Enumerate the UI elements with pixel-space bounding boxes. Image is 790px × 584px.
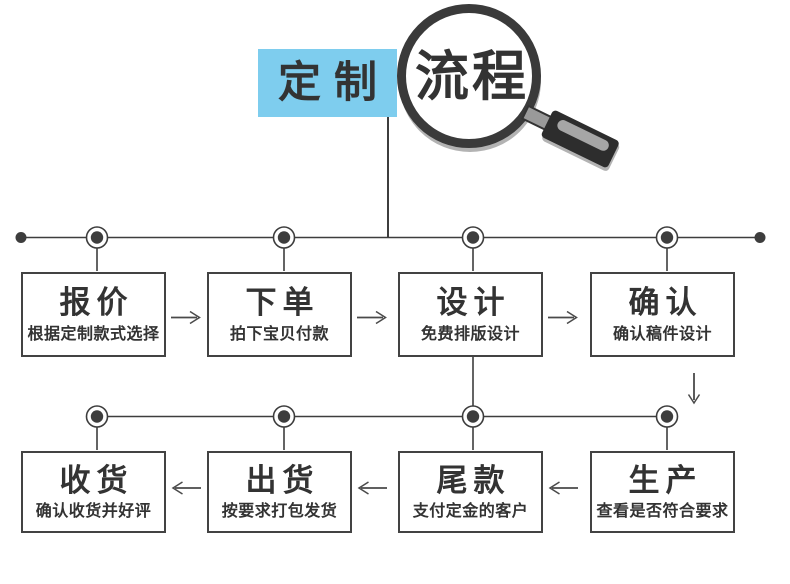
title-text-custom: 定制 — [278, 58, 390, 107]
step-ship: 出货 按要求打包发货 — [207, 451, 352, 533]
title-highlight-block: 定制 — [258, 49, 397, 117]
step-title: 生产 — [628, 462, 703, 498]
magnifier-handle-stripe — [557, 120, 609, 151]
step-title: 出货 — [245, 462, 320, 498]
step-title: 尾款 — [436, 462, 511, 498]
step-title: 下单 — [245, 285, 320, 321]
rail-end-dot — [754, 232, 766, 243]
step-subtitle: 拍下宝贝付款 — [229, 325, 329, 343]
step-receive: 收货 确认收货并好评 — [21, 451, 166, 533]
row2-arrows-left — [171, 481, 578, 495]
step-quote: 报价 根据定制款式选择 — [21, 272, 166, 357]
step-subtitle: 免费排版设计 — [420, 325, 520, 343]
step-subtitle: 支付定金的客户 — [412, 503, 529, 521]
step-subtitle: 根据定制款式选择 — [27, 325, 160, 343]
step-balance-payment: 尾款 支付定金的客户 — [398, 451, 543, 533]
row2-nodes — [85, 405, 679, 450]
step-order: 下单 拍下宝贝付款 — [207, 272, 352, 357]
title-text-process: 流程 — [415, 47, 529, 107]
row1-rail — [15, 232, 766, 243]
step-subtitle: 确认稿件设计 — [612, 325, 712, 343]
magnifier-icon — [397, 4, 620, 171]
step-subtitle: 确认收货并好评 — [35, 503, 152, 521]
rail-end-dot — [15, 232, 27, 243]
step-title: 确认 — [628, 285, 703, 321]
step-production: 生产 查看是否符合要求 — [590, 451, 735, 533]
row1-arrows-right — [171, 310, 578, 325]
step-title: 报价 — [59, 285, 134, 321]
step-subtitle: 查看是否符合要求 — [596, 503, 729, 521]
step-subtitle: 按要求打包发货 — [221, 503, 338, 521]
step-title: 收货 — [59, 462, 134, 498]
step-design: 设计 免费排版设计 — [398, 272, 543, 357]
confirm-down-arrow — [687, 373, 701, 405]
step-confirm: 确认 确认稿件设计 — [590, 272, 735, 357]
step-title: 设计 — [436, 285, 511, 321]
row1-nodes — [85, 226, 679, 271]
